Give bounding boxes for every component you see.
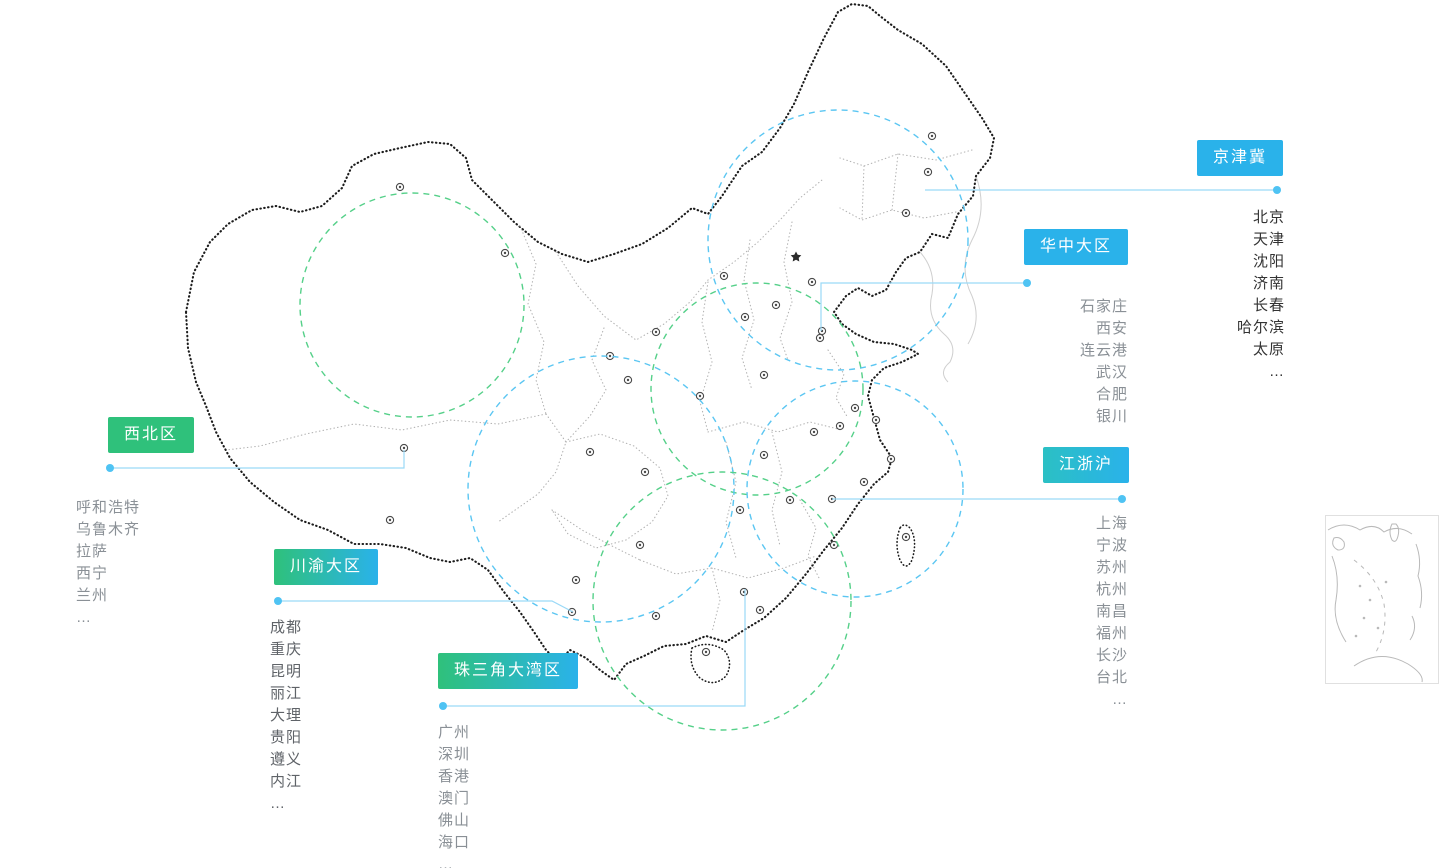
city-item: 连云港: [1079, 342, 1128, 359]
region-label-jingjinji: 京津冀: [1197, 140, 1284, 176]
city-item: 深圳: [438, 746, 471, 763]
city-item: …: [438, 856, 454, 868]
map-city-markers: [385, 131, 937, 657]
neighbor-coastlines: [919, 175, 982, 383]
city-item: 西宁: [76, 565, 109, 582]
circle-jiangzhehu: [746, 380, 964, 598]
city-item: 济南: [1252, 275, 1285, 292]
region-label-jiangzhehu: 江浙沪: [1043, 447, 1130, 483]
city-item: 北京: [1252, 209, 1285, 226]
region-label-huazhong: 华中大区: [1024, 229, 1129, 265]
city-item: …: [270, 795, 286, 812]
city-item: 台北: [1095, 669, 1128, 686]
city-item: 上海: [1095, 515, 1128, 532]
city-item: 银川: [1095, 408, 1128, 425]
city-list-zhusanjiao: 广州深圳香港澳门佛山海口 …: [438, 722, 470, 868]
city-item: 哈尔滨: [1236, 319, 1285, 336]
city-item: 成都: [270, 619, 303, 636]
china-outline: [184, 2, 996, 684]
city-item: 天津: [1252, 231, 1285, 248]
south-china-sea-inset: [1325, 515, 1439, 684]
city-item: 拉萨: [76, 543, 109, 560]
circle-chuanyu: [467, 355, 735, 623]
city-item: 昆明: [270, 663, 303, 680]
city-list-huazhong: 石家庄西安连云港武汉合肥银川: [1080, 296, 1128, 428]
city-item: 遵义: [270, 751, 303, 768]
city-item: 乌鲁木齐: [76, 521, 141, 538]
city-item: 石家庄: [1079, 298, 1128, 315]
city-item: 澳门: [438, 790, 471, 807]
circle-jingjinji: [707, 109, 969, 371]
city-list-jiangzhehu: 上海宁波苏州杭州南昌福州长沙台北 …: [1096, 513, 1128, 711]
city-item: 杭州: [1095, 581, 1128, 598]
city-item: …: [1112, 691, 1128, 708]
inset-map-svg: [1327, 523, 1423, 683]
city-item: 佛山: [438, 812, 471, 829]
province-borders: [225, 149, 973, 633]
city-item: 福州: [1095, 625, 1128, 642]
leader-lines: [106, 186, 1281, 710]
city-item: 兰州: [76, 587, 109, 604]
city-list-jingjinji: 北京天津沈阳济南长春哈尔滨太原 …: [1237, 207, 1285, 383]
city-item: 太原: [1252, 341, 1285, 358]
city-item: 武汉: [1095, 364, 1128, 381]
circle-huazhong: [650, 282, 864, 496]
city-item: 呼和浩特: [76, 499, 141, 516]
city-item: 重庆: [270, 641, 303, 658]
region-label-chuanyu: 川渝大区: [274, 549, 379, 585]
city-item: …: [76, 609, 92, 626]
city-item: 贵阳: [270, 729, 303, 746]
city-item: 大理: [270, 707, 303, 724]
city-item: 香港: [438, 768, 471, 785]
city-item: 广州: [438, 724, 471, 741]
city-item: 南昌: [1095, 603, 1128, 620]
city-item: 苏州: [1095, 559, 1128, 576]
city-item: 内江: [270, 773, 303, 790]
circle-zhusanjiao: [592, 471, 852, 731]
city-item: 丽江: [270, 685, 303, 702]
city-list-chuanyu: 成都重庆昆明丽江大理贵阳遵义内江 …: [270, 617, 302, 815]
city-item: 长春: [1252, 297, 1285, 314]
beijing-star-icon: [790, 251, 802, 262]
city-item: …: [1269, 363, 1285, 380]
city-item: 长沙: [1095, 647, 1128, 664]
city-item: 合肥: [1095, 386, 1128, 403]
region-label-zhusanjiao: 珠三角大湾区: [438, 653, 579, 689]
circle-xibei: [299, 192, 525, 418]
region-circles: [299, 109, 969, 731]
city-list-xibei: 呼和浩特乌鲁木齐拉萨西宁兰州 …: [76, 497, 140, 629]
city-item: 西安: [1095, 320, 1128, 337]
city-item: 海口: [438, 834, 471, 851]
city-item: 宁波: [1095, 537, 1128, 554]
region-label-xibei: 西北区: [108, 417, 195, 453]
city-item: 沈阳: [1252, 253, 1285, 270]
